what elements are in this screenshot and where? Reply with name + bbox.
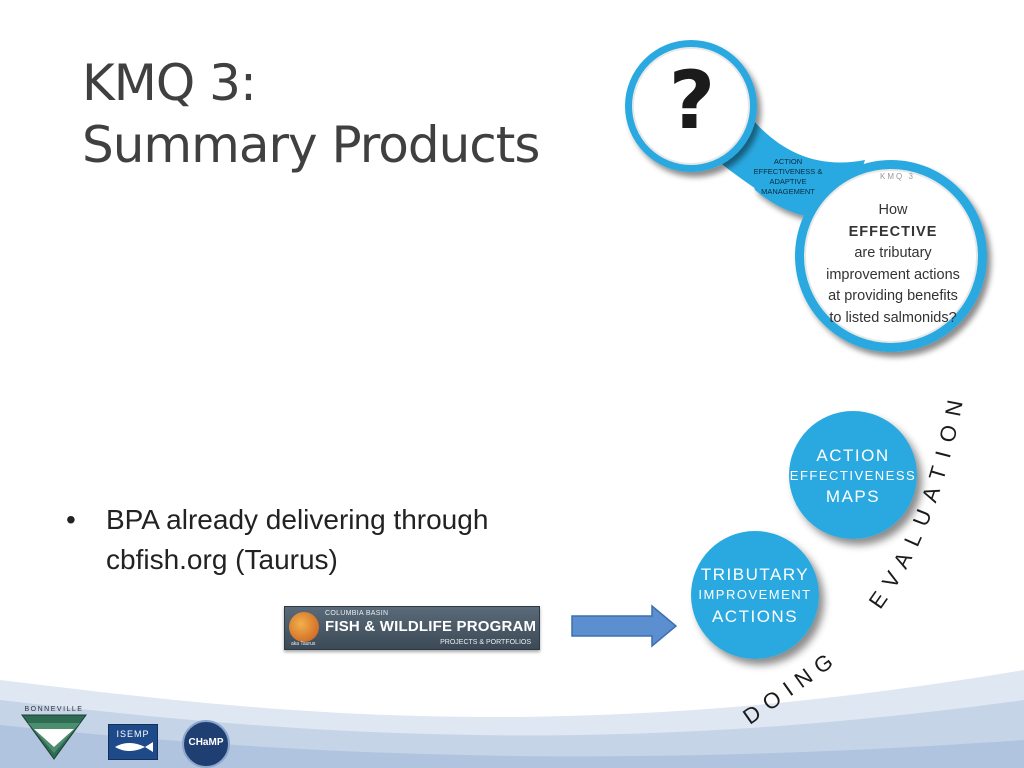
kmq-label: KMQ 3	[880, 172, 915, 181]
banner-top-text: COLUMBIA BASIN	[325, 610, 389, 617]
bonneville-logo: BONNEVILLE	[18, 706, 90, 764]
bullet-marker: •	[66, 504, 76, 535]
kmq-question: How EFFECTIVE are tributary improvement …	[806, 200, 980, 329]
slide-title: KMQ 3: Summary Products	[82, 52, 602, 176]
title-line-1: KMQ 3:	[82, 54, 257, 112]
fish-logo-icon	[289, 612, 319, 642]
bonneville-shield-icon	[21, 714, 87, 760]
banner-bottom-text: PROJECTS & PORTFOLIOS	[440, 639, 531, 646]
bottom-circle-line-1: TRIBUTARY	[701, 565, 809, 584]
kmq-question-line-3: improvement actions	[826, 266, 960, 283]
wave-decoration	[0, 670, 1024, 768]
banner-main-text: FISH & WILDLIFE PROGRAM	[325, 618, 537, 635]
aem-line: MANAGEMENT	[761, 187, 815, 196]
kmq-question-line-2: are tributary	[854, 245, 932, 261]
top-circle-line-2: EFFECTIVENESS	[790, 468, 916, 483]
top-circle-line-3: MAPS	[826, 487, 880, 506]
aem-line: ACTION	[773, 157, 803, 166]
kmq-question-line-4: at providing benefits	[828, 288, 958, 304]
bullet-text-line-2: cbfish.org (Taurus)	[106, 544, 338, 575]
banner-tiny-text: aka Taurus	[291, 641, 316, 647]
isemp-logo: ISEMP	[108, 724, 158, 760]
kmq-question-line-1: How EFFECTIVE	[848, 202, 938, 240]
fish-icon	[115, 742, 153, 752]
cycle-graphic: ACTION EFFECTIVENESS MAPS TRIBUTARY IMPR…	[691, 388, 960, 729]
action-effectiveness-label: ACTION EFFECTIVENESS & ADAPTIVE MANAGEME…	[748, 157, 828, 197]
kmq-question-line-5: to listed salmonids?	[829, 309, 957, 326]
kmq-graphic	[625, 40, 987, 352]
aem-line: EFFECTIVENESS &	[753, 167, 823, 176]
bottom-circle-line-3: ACTIONS	[712, 607, 798, 626]
cbfish-banner[interactable]: COLUMBIA BASIN FISH & WILDLIFE PROGRAM P…	[284, 606, 540, 650]
bullet-text-line-1: BPA already delivering through	[106, 504, 489, 535]
right-arrow-icon	[571, 604, 678, 648]
champ-logo: CHaMP	[182, 720, 230, 768]
top-circle-line-1: ACTION	[816, 446, 889, 465]
aem-line: ADAPTIVE	[769, 177, 807, 186]
question-mark-icon: ?	[668, 54, 716, 147]
bottom-circle-line-2: IMPROVEMENT	[698, 587, 811, 602]
title-line-2: Summary Products	[82, 116, 540, 174]
